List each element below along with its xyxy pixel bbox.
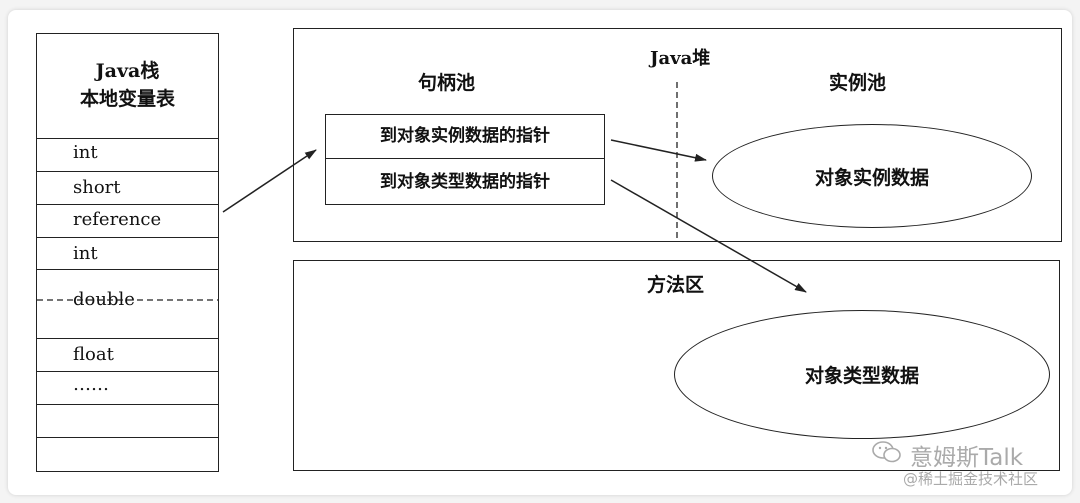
stack-slot: reference (37, 204, 218, 238)
instance-data-ellipse: 对象实例数据 (712, 124, 1032, 228)
stack-slot: float (37, 338, 218, 372)
slot-label: reference (73, 209, 162, 230)
stack-slot: int (37, 237, 218, 270)
stack-slot (37, 404, 218, 438)
stack-slot: short (37, 171, 218, 205)
slot-label: …… (73, 374, 109, 395)
stack-slot (37, 437, 218, 471)
stack-slot: …… (37, 371, 218, 405)
wechat-icon (872, 441, 901, 463)
stack-title-line1: Java栈 (95, 60, 160, 82)
type-data-label: 对象类型数据 (804, 365, 919, 387)
type-pointer-cell: 到对象类型数据的指针 (325, 158, 605, 205)
slot-label: int (73, 243, 98, 264)
java-stack: Java栈 本地变量表 int short reference int doub… (36, 33, 219, 472)
heap-title: Java堆 (650, 48, 711, 69)
stack-slot: int (37, 138, 218, 172)
slot-label: int (73, 142, 98, 163)
handle-pool-label: 句柄池 (418, 72, 476, 94)
slot-label: short (73, 177, 121, 198)
instance-pool-label: 实例池 (829, 72, 887, 94)
type-data-ellipse: 对象类型数据 (674, 310, 1050, 439)
instance-data-label: 对象实例数据 (814, 166, 929, 189)
stack-slot-double: double (37, 269, 218, 339)
stack-title-line2: 本地变量表 (79, 88, 175, 110)
watermark-subtitle: @稀土掘金技术社区 (903, 470, 1039, 488)
method-area-title: 方法区 (647, 274, 705, 296)
watermark-title: 意姆斯Talk (910, 445, 1024, 471)
slot-label: double (73, 289, 135, 310)
instance-pointer-cell: 到对象实例数据的指针 (325, 114, 605, 160)
slot-label: float (73, 344, 114, 365)
